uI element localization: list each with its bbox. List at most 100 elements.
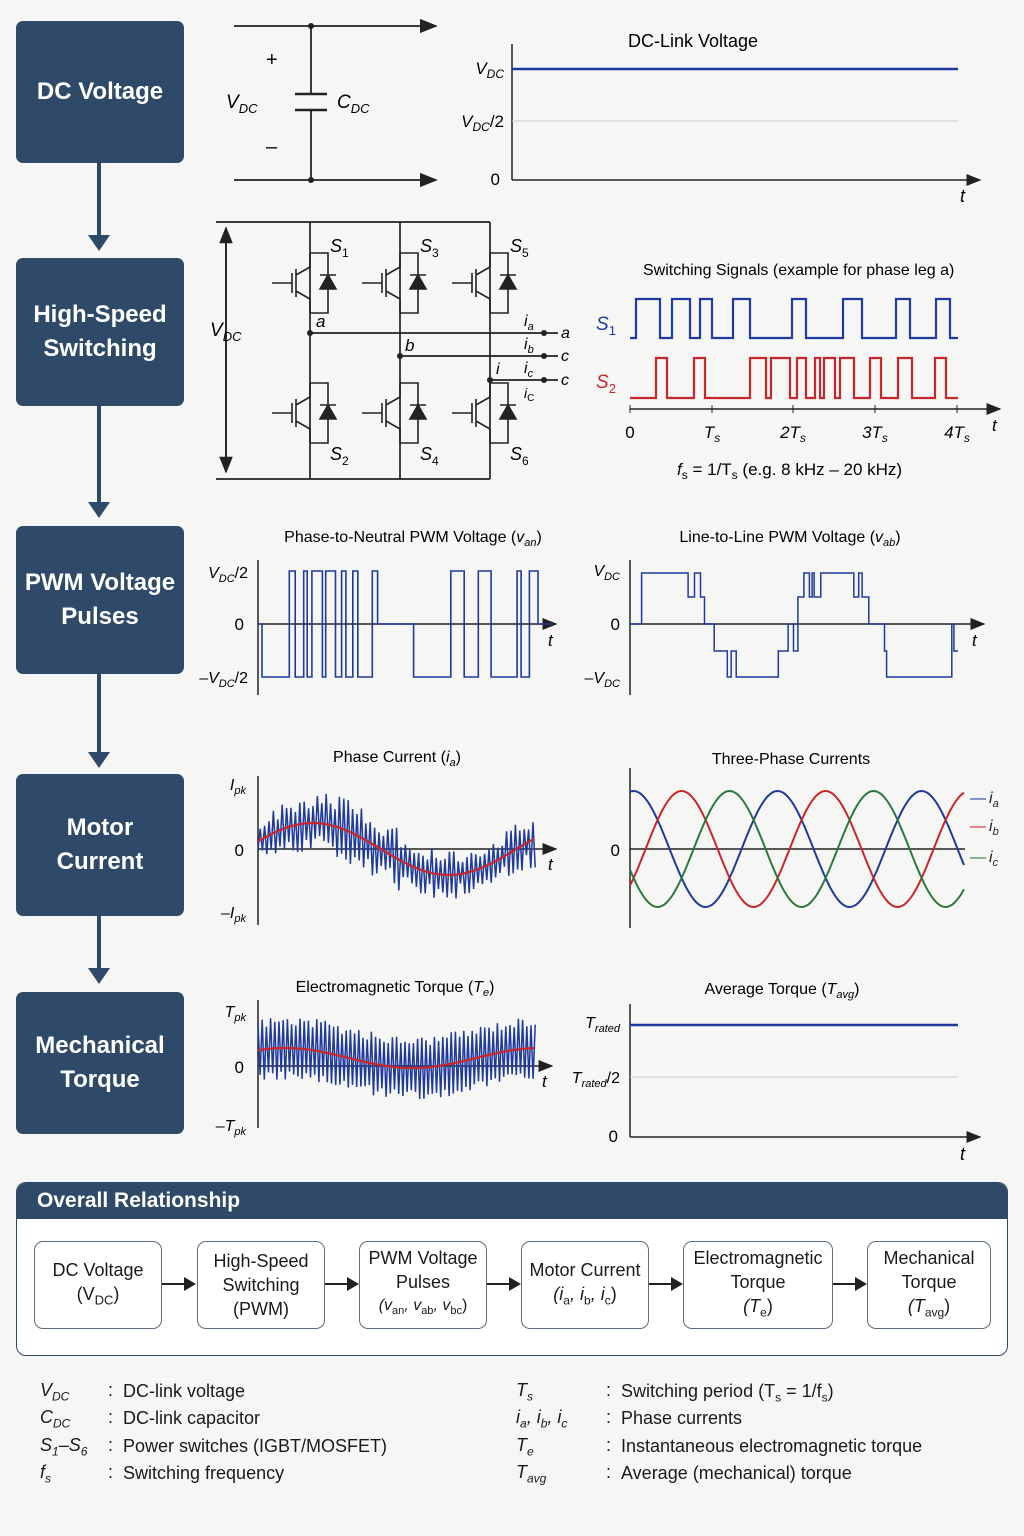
phase-neutral-pwm-plot: Phase-to-Neutral PWM Voltage (van) VDC/2…	[198, 529, 558, 695]
legend-sym-te: Te	[516, 1435, 534, 1459]
switch-s3-label: S3	[420, 236, 439, 260]
legend-colon: :	[108, 1407, 114, 1427]
legend-sym-currents: ia, ib, ic	[516, 1407, 568, 1431]
switching-tick-label: 4Ts	[944, 423, 970, 445]
stray-current-marker: i	[496, 361, 500, 378]
flow-box-mech-torque: Mechanical Torque (Tavg)	[867, 1241, 991, 1329]
stray-current-label: iC	[524, 385, 534, 404]
ia-title: Phase Current (ia)	[333, 749, 461, 769]
dc-plot-ymid: VDC/2	[461, 112, 504, 134]
switching-tick-label: 0	[625, 423, 634, 442]
igbt-symbol	[272, 382, 329, 444]
van-ytop: VDC/2	[208, 565, 248, 585]
legend-colon: :	[108, 1380, 114, 1400]
dc-plot-xlabel: t	[960, 186, 966, 206]
flow-box-line: Pulses	[395, 1272, 451, 1293]
van-yzero: 0	[235, 615, 244, 634]
diode-symbol	[318, 403, 338, 420]
diagram-canvas: + – VDC CDC DC-Link Voltage VDC VDC/2 0 …	[198, 18, 1002, 1164]
switching-signals-plot: Switching Signals (example for phase leg…	[596, 262, 1002, 482]
flow-box-line: (Tavg)	[907, 1295, 951, 1320]
switch-s6-label: S6	[510, 444, 529, 468]
dc-plot-ytop: VDC	[475, 59, 504, 81]
terminal-b-label: c	[561, 348, 569, 365]
te-title: Electromagnetic Torque (Te)	[296, 979, 495, 999]
switch-s5-label: S5	[510, 236, 529, 260]
diode-symbol	[318, 273, 338, 290]
switching-tick-label: 2Ts	[779, 423, 806, 445]
phase-b-current-trace	[629, 789, 965, 909]
dc-voltage-label: VDC	[226, 92, 258, 116]
legend-colon: :	[606, 1435, 612, 1455]
flow-arrow-2	[88, 406, 110, 518]
flow-box-line: DC Voltage	[52, 1259, 144, 1280]
vab-ytop: VDC	[593, 563, 620, 583]
dc-capacitor-label: CDC	[337, 92, 370, 116]
flow-box-line: Torque	[901, 1271, 957, 1292]
switching-tick-label: 3Ts	[862, 423, 888, 445]
dc-plus-label: +	[266, 49, 278, 71]
stage-motor-current: Motor Current	[16, 774, 184, 916]
ia-xlabel: t	[548, 855, 554, 874]
three-phase-currents-plot: Three-Phase Currents 0 —ia —ib —ic	[611, 751, 999, 928]
legend-colon: :	[606, 1407, 612, 1427]
legend-sym-ts: Ts	[516, 1380, 533, 1404]
te-ytop: Tpk	[225, 1004, 247, 1024]
igbt-symbol	[272, 252, 329, 314]
line-line-pwm-plot: Line-to-Line PWM Voltage (vab) VDC 0 –VD…	[584, 529, 986, 695]
ia-fundamental-trace	[257, 821, 535, 877]
current-ia-label: ia	[524, 313, 534, 333]
terminal-a-label: a	[561, 325, 570, 342]
te-xlabel: t	[542, 1072, 548, 1091]
current-ic-label: ic	[524, 360, 534, 380]
flow-box-line: High-Speed	[213, 1251, 309, 1271]
switching-xlabel: t	[992, 416, 998, 435]
flow-box-line: Switching	[222, 1275, 300, 1295]
flow-arrow-3	[88, 674, 110, 768]
switch-s4-label: S4	[420, 444, 439, 468]
legend-desc-te: Instantaneous electromagnetic torque	[621, 1436, 923, 1456]
switching-s1-label: S1	[596, 314, 616, 338]
average-torque-plot: Average Torque (Tavg) Trated Trated/2 0 …	[572, 981, 982, 1164]
igbt-symbol	[362, 382, 419, 444]
igbt-symbol	[452, 382, 509, 444]
stage-dc-voltage: DC Voltage	[16, 21, 184, 163]
flow-box-arrow-2	[325, 1277, 359, 1291]
switch-s1-label: S1	[330, 236, 349, 260]
flow-box-pwm-pulses: PWM Voltage Pulses (van, vab, vbc)	[359, 1241, 487, 1329]
flow-box-dc-voltage: DC Voltage (VDC)	[34, 1241, 162, 1329]
dc-plot-title: DC-Link Voltage	[628, 31, 758, 51]
legend-ic: —ic	[970, 849, 999, 869]
diode-symbol	[498, 273, 518, 290]
vab-xlabel: t	[972, 631, 978, 650]
node-a-dot	[307, 330, 313, 336]
flow-box-line: (ia, ib, ic)	[553, 1283, 617, 1308]
phase-c-current-trace	[629, 789, 965, 909]
inverter-circuit	[216, 221, 558, 480]
legend-desc-vdc: DC-link voltage	[123, 1381, 246, 1401]
diode-symbol	[408, 403, 428, 420]
legend-ia: —ia	[970, 790, 999, 810]
flow-box-line: (PWM)	[233, 1299, 289, 1319]
diode-symbol	[498, 403, 518, 420]
te-yzero: 0	[235, 1058, 244, 1077]
vab-ybot: –VDC	[584, 670, 621, 690]
tavg-xlabel: t	[960, 1144, 966, 1164]
flow-box-arrow-3	[487, 1277, 521, 1291]
vab-title: Line-to-Line PWM Voltage (vab)	[679, 529, 900, 549]
three-phase-yzero: 0	[611, 841, 620, 860]
switch-s2-label: S2	[330, 444, 349, 468]
igbt-symbol	[452, 252, 509, 314]
phase-current-plot: Phase Current (ia) Ipk 0 –Ipk t	[220, 749, 558, 925]
dc-node-bottom	[308, 177, 314, 183]
legend-desc-currents: Phase currents	[621, 1408, 743, 1428]
stage-pwm-voltage-pulses: PWM Voltage Pulses	[16, 526, 184, 674]
dc-plot-yzero: 0	[491, 170, 500, 189]
van-xlabel: t	[548, 631, 554, 650]
s2-switching-trace	[630, 356, 958, 400]
ia-ripple-trace	[257, 793, 536, 899]
van-title: Phase-to-Neutral PWM Voltage (van)	[284, 529, 542, 549]
legend-desc-fs: Switching frequency	[123, 1463, 285, 1483]
flow-box-switching: High-Speed Switching (PWM)	[197, 1241, 325, 1329]
flow-box-line: Mechanical	[883, 1247, 975, 1268]
